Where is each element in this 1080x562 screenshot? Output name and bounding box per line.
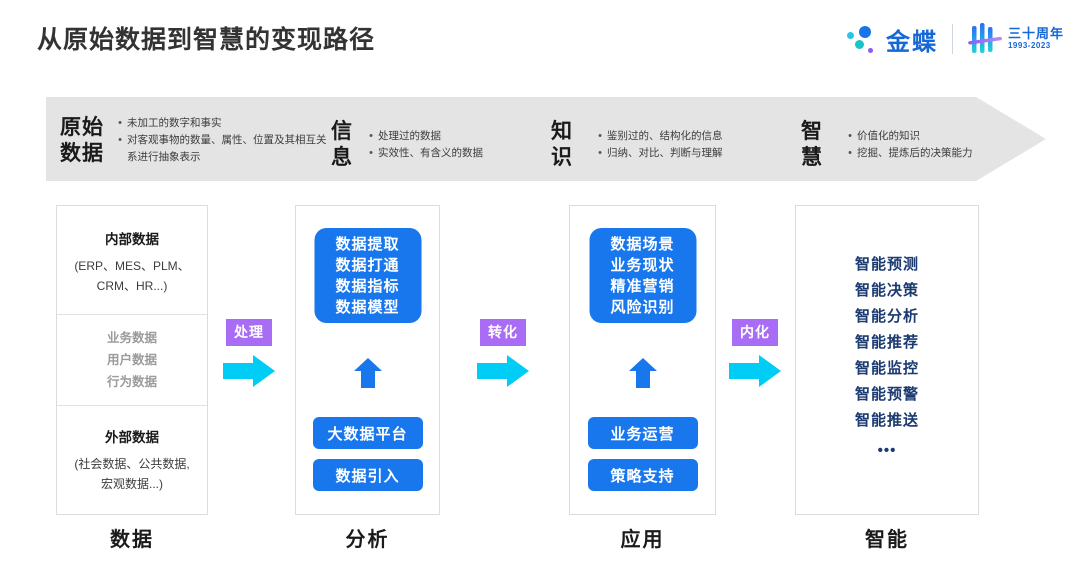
banner-segment-raw-data: 原始 数据 • 未加工的数字和事实 • 对客观事物的数量、属性、位置及其相互关系… (60, 115, 328, 166)
list-item: 智能监控 (854, 360, 919, 377)
list-item: 业务现状 (610, 256, 675, 274)
banner-bullet: • 挖掘、提炼后的决策能力 (843, 145, 1043, 162)
application-capability-box: 数据场景 业务现状 精准营销 风险识别 (589, 228, 696, 323)
banner-segment-title: 信 息 (331, 120, 353, 169)
banner-segment-information: 信 息 • 处理过的数据 • 实效性、有含义的数据 (331, 119, 544, 170)
connector-transformation: 转化 (468, 205, 538, 515)
internal-data-section: 内部数据 (ERP、MES、PLM、 CRM、HR...) (74, 232, 190, 293)
bullet-dot-icon: • (369, 129, 373, 142)
list-item: 智能分析 (854, 308, 919, 325)
platform-pill-business-ops[interactable]: 业务运营 (587, 417, 698, 449)
external-data-section: 外部数据 (社会数据、公共数据, 宏观数据...) (74, 430, 190, 491)
banner-bullet: • 实效性、有含义的数据 (364, 145, 544, 162)
list-item: 智能推送 (854, 412, 919, 429)
platform-pill-strategy-support[interactable]: 策略支持 (587, 459, 698, 491)
connector-internalization: 内化 (720, 205, 790, 515)
list-item: 用户数据 (106, 353, 157, 367)
list-item: 风险识别 (610, 298, 675, 316)
platform-pill-big-data[interactable]: 大数据平台 (312, 417, 423, 449)
list-item: 智能预测 (854, 256, 919, 273)
brand-name: 金蝶 (885, 28, 938, 56)
connector-processing: 处理 (214, 205, 284, 515)
right-arrow-icon (223, 355, 275, 387)
bullet-dot-icon: • (369, 146, 373, 159)
bullet-dot-icon: • (598, 129, 602, 142)
list-item: 行为数据 (106, 375, 157, 389)
anniversary-mark-icon (968, 23, 1002, 53)
kingdee-dots-icon (846, 24, 876, 54)
maturity-banner: 原始 数据 • 未加工的数字和事实 • 对客观事物的数量、属性、位置及其相互关系… (46, 97, 1046, 181)
anniversary-years: 1993-2023 (1007, 40, 1051, 50)
list-item: 智能预警 (854, 386, 919, 403)
connector-label: 处理 (226, 319, 272, 346)
up-arrow-icon (628, 358, 657, 388)
banner-arrow-shape (46, 97, 1046, 181)
list-item: 智能决策 (854, 282, 919, 299)
banner-segment-wisdom: 智 慧 • 价值化的知识 • 挖掘、提炼后的决策能力 (801, 119, 1043, 170)
brand-logo: 金蝶 三十周年 1993-2023 (846, 20, 1064, 58)
stage-label-data: 数据 (110, 529, 154, 551)
banner-bullet: • 价值化的知识 (843, 128, 1043, 145)
data-type-list: 业务数据 用户数据 行为数据 (57, 314, 207, 406)
list-item: 数据场景 (610, 235, 675, 253)
intelligence-capability-list: 智能预测 智能决策 智能分析 智能推荐 智能监控 智能预警 智能推送 ••• (796, 206, 978, 464)
up-arrow-icon (353, 358, 382, 388)
column-card-intelligence: 智能预测 智能决策 智能分析 智能推荐 智能监控 智能预警 智能推送 ••• (795, 205, 979, 515)
stage-label-application: 应用 (620, 529, 665, 551)
banner-segment-title: 智 慧 (801, 120, 823, 169)
banner-segment-title: 知 识 (551, 120, 573, 169)
anniversary-badge: 三十周年 1993-2023 (967, 22, 1064, 56)
list-item: 数据打通 (335, 256, 400, 274)
stage-label-intelligence: 智能 (865, 529, 909, 551)
bullet-dot-icon: • (598, 146, 602, 159)
analysis-capability-box: 数据提取 数据打通 数据指标 数据模型 (314, 228, 421, 323)
connector-label: 转化 (480, 319, 526, 346)
brand-divider (951, 24, 953, 54)
list-item: 数据提取 (335, 235, 400, 253)
list-item: 智能推荐 (854, 334, 919, 351)
list-item: 数据指标 (335, 277, 400, 295)
banner-bullet: • 对客观事物的数量、属性、位置及其相互关系进行抽象表示 (113, 132, 328, 166)
banner-segment-title: 原始 数据 (60, 116, 104, 165)
column-card-application: 数据场景 业务现状 精准营销 风险识别 业务运营 策略支持 (569, 205, 716, 515)
banner-bullet: • 鉴别过的、结构化的信息 (593, 128, 803, 145)
page-title: 从原始数据到智慧的变现路径 (37, 26, 376, 54)
stage-label-analysis: 分析 (345, 529, 390, 551)
connector-label: 内化 (732, 319, 778, 346)
column-card-data: 内部数据 (ERP、MES、PLM、 CRM、HR...) 业务数据 用户数据 … (56, 205, 208, 515)
banner-bullet: • 归纳、对比、判断与理解 (593, 145, 803, 162)
bullet-dot-icon: • (848, 146, 852, 159)
banner-bullet: • 处理过的数据 (364, 128, 544, 145)
list-item: 数据模型 (335, 298, 400, 316)
platform-pill-data-ingest[interactable]: 数据引入 (312, 459, 423, 491)
anniversary-title: 三十周年 (1007, 26, 1064, 42)
list-item: 业务数据 (106, 331, 157, 345)
bullet-dot-icon: • (118, 134, 122, 147)
bullet-dot-icon: • (848, 129, 852, 142)
bullet-dot-icon: • (118, 117, 122, 130)
column-card-analysis: 数据提取 数据打通 数据指标 数据模型 大数据平台 数据引入 (295, 205, 440, 515)
right-arrow-icon (729, 355, 781, 387)
list-ellipsis: ••• (877, 442, 897, 459)
banner-segment-knowledge: 知 识 • 鉴别过的、结构化的信息 • 归纳、对比、判断与理解 (551, 119, 803, 170)
banner-bullet: • 未加工的数字和事实 (113, 115, 328, 132)
right-arrow-icon (477, 355, 529, 387)
list-item: 精准营销 (610, 277, 675, 295)
